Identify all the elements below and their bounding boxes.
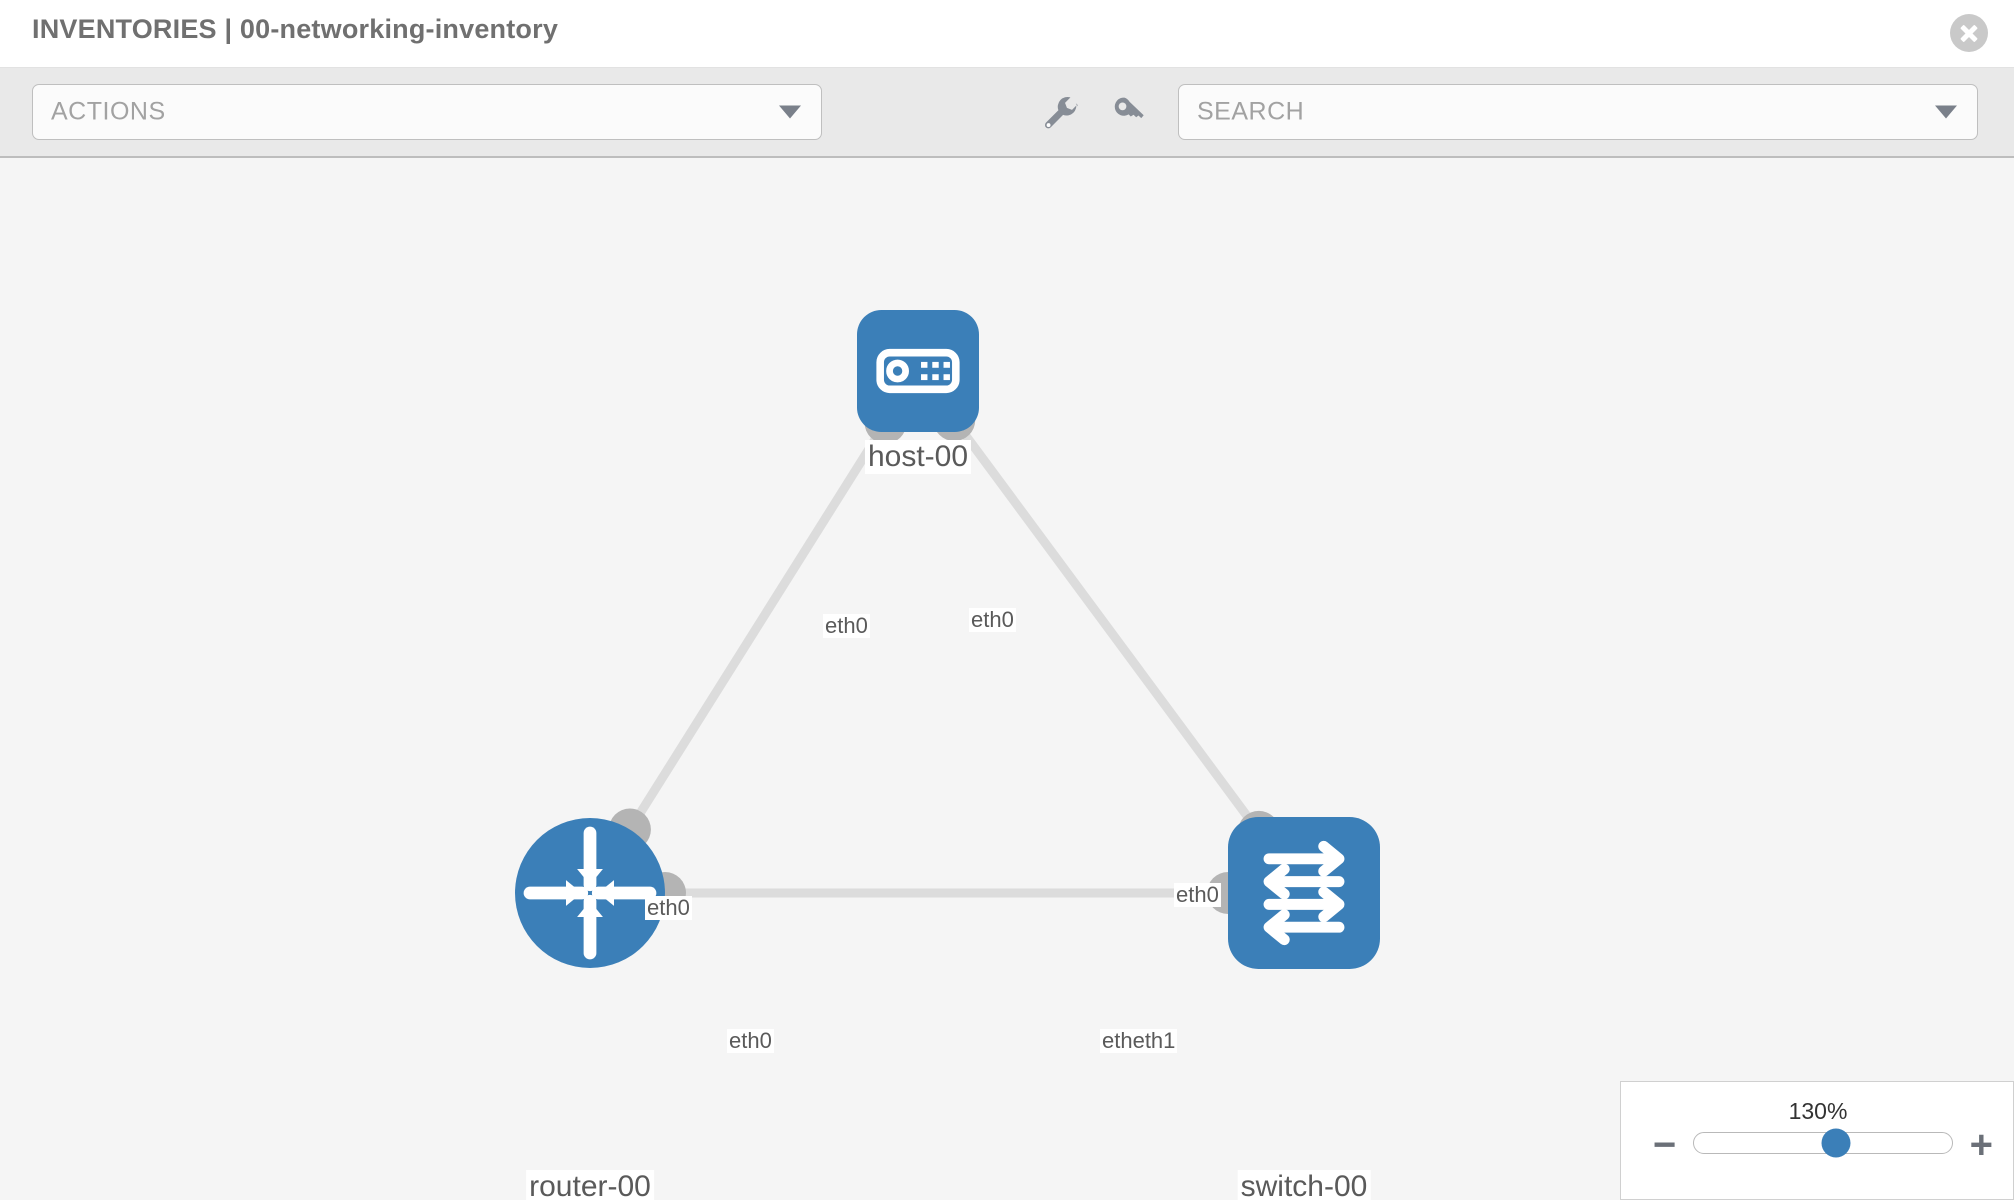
- chevron-down-icon: [1935, 105, 1957, 119]
- page-header: INVENTORIES | 00-networking-inventory: [0, 0, 2014, 68]
- link-connectors: [608, 399, 1280, 914]
- node-label-host-00: host-00: [864, 440, 972, 474]
- toolbar: ACTIONS SEARCH: [0, 68, 2014, 158]
- interface-label: eth0: [645, 895, 692, 921]
- wrench-icon[interactable]: [1040, 92, 1082, 134]
- topology-link[interactable]: [914, 368, 1308, 896]
- interface-label: eth0: [969, 607, 1016, 633]
- page-title: INVENTORIES | 00-networking-inventory: [32, 14, 559, 44]
- topology-canvas[interactable]: host-00 router-00 switch-00 eth0 eth0 eth0 eth…: [0, 158, 2014, 1200]
- search-input[interactable]: SEARCH: [1178, 84, 1978, 140]
- interface-label: etheth1: [1100, 1028, 1178, 1054]
- topology-link[interactable]: [586, 368, 922, 896]
- zoom-control-panel: 130% − +: [1620, 1081, 2014, 1200]
- topology-node-router-00[interactable]: [515, 818, 665, 968]
- topology-nodes: [515, 310, 1380, 969]
- zoom-slider-thumb[interactable]: [1821, 1128, 1851, 1158]
- interface-label: eth0: [1174, 882, 1221, 908]
- chevron-down-icon: [779, 105, 801, 119]
- key-icon[interactable]: [1108, 92, 1150, 134]
- actions-dropdown[interactable]: ACTIONS: [32, 84, 822, 140]
- close-icon[interactable]: [1950, 14, 1988, 52]
- interface-label: eth0: [823, 613, 870, 639]
- zoom-level-text: 130%: [1788, 1098, 1848, 1124]
- search-placeholder: SEARCH: [1197, 97, 1305, 126]
- zoom-slider[interactable]: [1693, 1128, 1953, 1158]
- topology-node-host-00[interactable]: [857, 310, 979, 432]
- topology-graph: [515, 310, 1380, 969]
- node-label-switch-00: switch-00: [1237, 1170, 1371, 1200]
- minus-icon[interactable]: −: [1653, 1123, 1677, 1167]
- plus-icon[interactable]: +: [1969, 1123, 1993, 1167]
- actions-dropdown-label: ACTIONS: [51, 97, 166, 126]
- interface-label: eth0: [727, 1028, 774, 1054]
- topology-node-switch-00[interactable]: [1228, 817, 1380, 969]
- node-label-router-00: router-00: [526, 1170, 654, 1200]
